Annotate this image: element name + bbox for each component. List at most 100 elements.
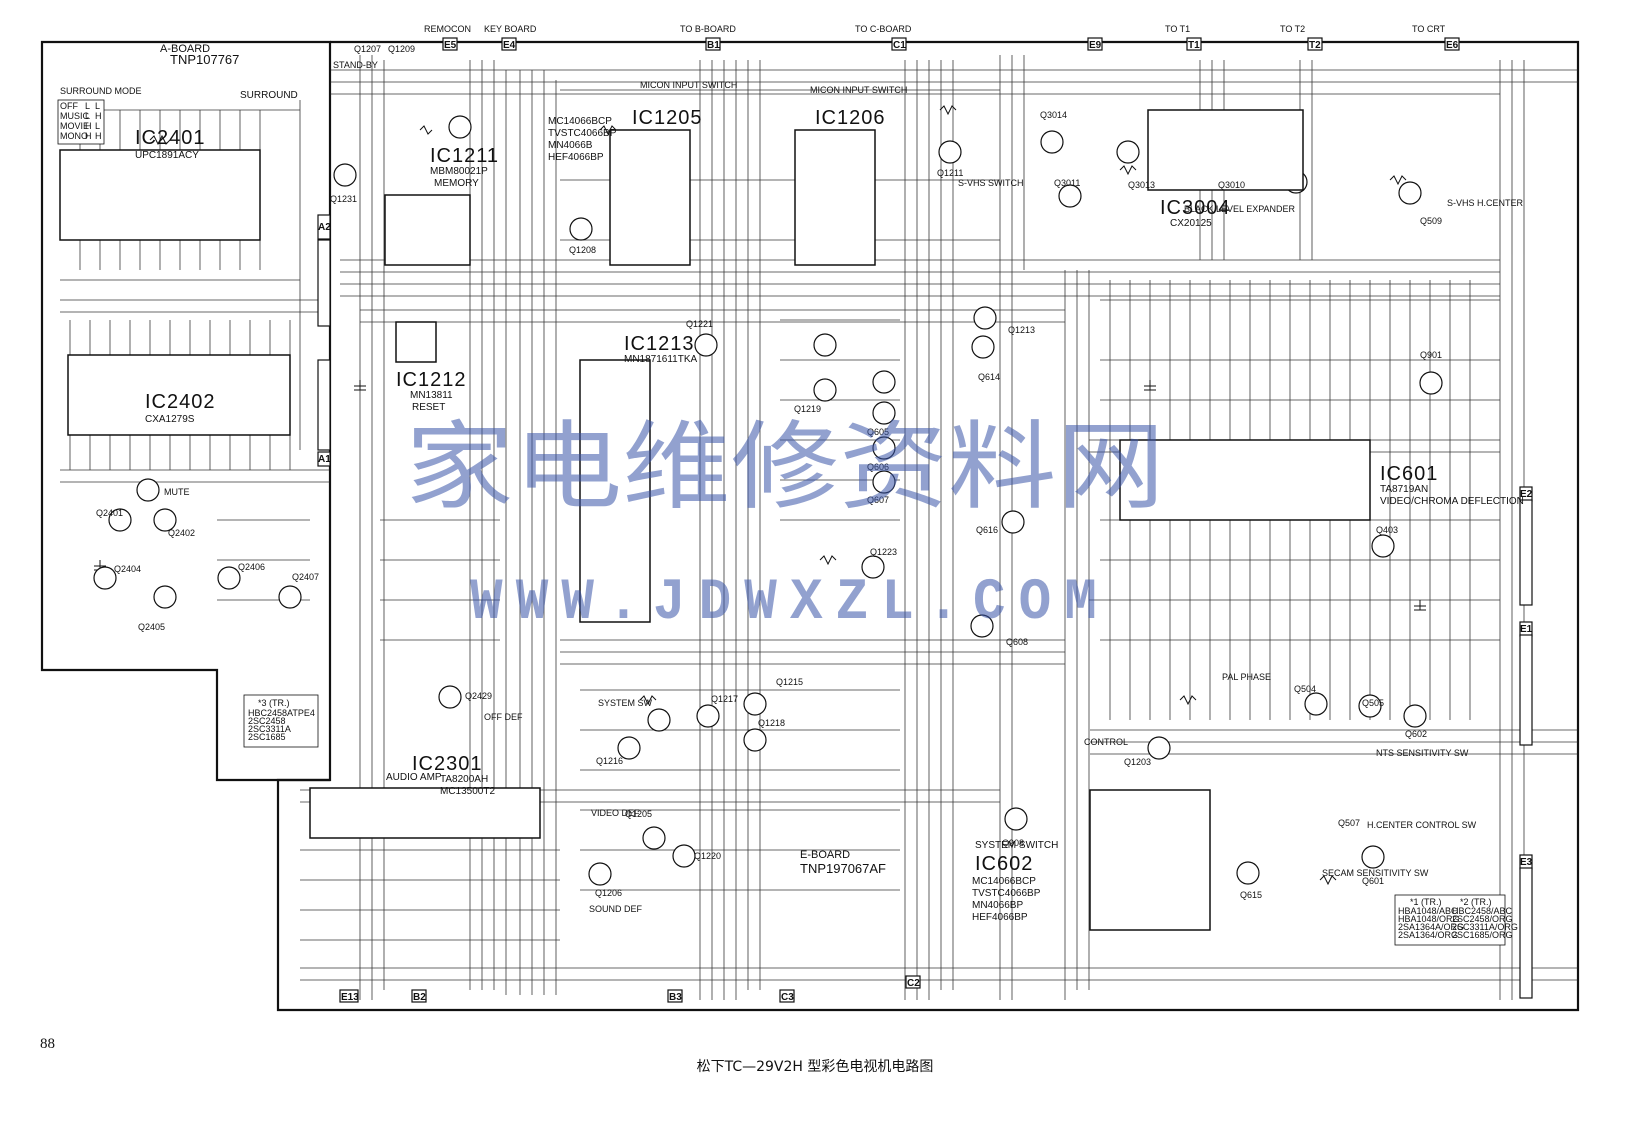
label-q2401: Q2401 bbox=[96, 508, 123, 518]
ic2402-label: IC2402 bbox=[145, 391, 216, 413]
label-q1216: Q1216 bbox=[596, 756, 623, 766]
caption-key-board: KEY BOARD bbox=[484, 24, 537, 34]
watermark-url: WWW.JDWXZL.COM bbox=[470, 571, 1110, 636]
connector-e13: E13 bbox=[341, 992, 359, 1003]
ic1205-part-2: TVSTC4066BP bbox=[548, 128, 617, 139]
tr-table-3-r4: 2SC1685 bbox=[248, 732, 286, 742]
surround-row-3-b: L bbox=[95, 121, 100, 131]
ic602-note: SYSTEM SWITCH bbox=[975, 840, 1058, 851]
connector-b2: B2 bbox=[413, 992, 426, 1003]
label-q1218: Q1218 bbox=[758, 718, 785, 728]
tr-table-3-r1: HBC2458ATPE4 bbox=[248, 708, 315, 718]
label-q601: Q601 bbox=[1362, 876, 1384, 886]
label-q2406: Q2406 bbox=[238, 562, 265, 572]
surround-row-1-b: L bbox=[95, 101, 100, 111]
label-q1231: Q1231 bbox=[330, 194, 357, 204]
label-q1223: Q1223 bbox=[870, 547, 897, 557]
tr-table-2-r3: 2SC3311A/ORG bbox=[1452, 922, 1518, 932]
caption-to-c-board: TO C-BOARD bbox=[855, 24, 912, 34]
ic602-part-1: MC14066BCP bbox=[972, 876, 1036, 887]
tr-table-3-r3: 2SC3311A bbox=[248, 724, 291, 734]
figure-caption: 松下TC—29V2H 型彩色电视机电路图 bbox=[696, 1059, 934, 1075]
ic602-part-3: MN4066BP bbox=[972, 900, 1023, 911]
label-q509: Q509 bbox=[1420, 216, 1442, 226]
ic3004-body bbox=[1147, 109, 1304, 191]
label-q3011: Q3011 bbox=[1054, 178, 1080, 188]
surround-row-2-a: L bbox=[85, 111, 90, 121]
label-q1206: Q1206 bbox=[595, 888, 622, 898]
caption-to-crt: TO CRT bbox=[1412, 24, 1446, 34]
label-q2405: Q2405 bbox=[138, 622, 165, 632]
tr-table-1-r2: HBA1048/ORG bbox=[1398, 914, 1460, 924]
label-q1205: Q1205 bbox=[625, 809, 652, 819]
a-board-label: A-BOARD bbox=[160, 43, 210, 55]
block-sound-def: SOUND DEF bbox=[589, 904, 643, 914]
label-q2404: Q2404 bbox=[114, 564, 141, 574]
ic1211-note: MEMORY bbox=[434, 178, 479, 189]
ic3004-label: IC3004 bbox=[1160, 197, 1231, 219]
ic2402-body bbox=[67, 354, 291, 436]
surround-row-4: MONO bbox=[60, 131, 88, 141]
block-h-center-control: H.CENTER CONTROL SW bbox=[1367, 820, 1477, 830]
ic1212-body bbox=[395, 321, 437, 363]
block-mute: MUTE bbox=[164, 487, 190, 497]
ic2401-part: UPC1891ACY bbox=[135, 150, 199, 161]
ic2301-body bbox=[309, 787, 541, 839]
label-q615: Q615 bbox=[1240, 890, 1262, 900]
ic602-body bbox=[1089, 789, 1211, 931]
label-q608: Q608 bbox=[1006, 637, 1028, 647]
ic1212-note: RESET bbox=[412, 402, 445, 413]
label-q1209: Q1209 bbox=[388, 44, 415, 54]
label-q507: Q507 bbox=[1338, 818, 1360, 828]
surround-row-2-b: H bbox=[95, 111, 102, 121]
ic601-body bbox=[1119, 439, 1371, 521]
label-q1215: Q1215 bbox=[776, 677, 803, 687]
label-q1207: Q1207 bbox=[354, 44, 381, 54]
surround-row-3-a: H bbox=[85, 121, 92, 131]
label-q1217: Q1217 bbox=[711, 694, 738, 704]
ic2301-alt: MC13500T2 bbox=[440, 786, 495, 797]
connector-a2: A2 bbox=[318, 222, 331, 233]
label-q1221: Q1221 bbox=[686, 319, 713, 329]
page-number: 88 bbox=[40, 1036, 55, 1052]
surround-row-3: MOVIE bbox=[60, 121, 89, 131]
ic601-part: TA8719AN bbox=[1380, 484, 1428, 495]
connector-c2: C2 bbox=[907, 978, 920, 989]
label-q403: Q403 bbox=[1376, 525, 1398, 535]
label-q901: Q901 bbox=[1420, 350, 1442, 360]
tr-table-1-title: *1 (TR.) bbox=[1410, 897, 1442, 907]
ic3004-part: CX20125 bbox=[1170, 218, 1212, 229]
ic1212-part: MN13811 bbox=[410, 390, 453, 401]
ic2401-note: SURROUND bbox=[240, 90, 298, 101]
connector-c1: C1 bbox=[893, 40, 906, 51]
e-board-part: TNP197067AF bbox=[800, 861, 886, 876]
ic2401-body bbox=[59, 149, 261, 241]
label-q605: Q605 bbox=[867, 427, 889, 437]
connector-t2: T2 bbox=[1309, 40, 1321, 51]
tr-table-1-r4: 2SA1364/ORG bbox=[1398, 930, 1458, 940]
ic1205-label: IC1205 bbox=[632, 107, 703, 129]
block-system-sw: SYSTEM SW bbox=[598, 698, 653, 708]
tr-table-1-r1: HBA1048/ABC bbox=[1398, 906, 1458, 916]
connector-b1: B1 bbox=[707, 40, 720, 51]
ic602-part-2: TVSTC4066BP bbox=[972, 888, 1041, 899]
caption-remocon: REMOCON bbox=[424, 24, 471, 34]
ic1212-label: IC1212 bbox=[396, 369, 467, 391]
label-q1220: Q1220 bbox=[694, 851, 721, 861]
ic1205-body bbox=[609, 129, 691, 266]
tr-table-2-title: *2 (TR.) bbox=[1460, 897, 1492, 907]
tr-table-2-r2: 2SC2458/ORG bbox=[1452, 914, 1513, 924]
tr-table-3-title: *3 (TR.) bbox=[258, 698, 290, 708]
label-q1219: Q1219 bbox=[794, 404, 821, 414]
block-off-def: OFF DEF bbox=[484, 712, 523, 722]
label-q607: Q607 bbox=[867, 495, 889, 505]
connector-c3: C3 bbox=[781, 992, 794, 1003]
tr-table-2-r1: HBC2458/ABC bbox=[1452, 906, 1513, 916]
tr-table-3-r2: 2SC2458 bbox=[248, 716, 286, 726]
block-nts-sensitivity: NTS SENSITIVITY SW bbox=[1376, 748, 1469, 758]
connector-b3: B3 bbox=[669, 992, 682, 1003]
connector-e3: E3 bbox=[1520, 857, 1533, 868]
ic1213-body bbox=[579, 359, 651, 623]
label-q1211: Q1211 bbox=[937, 168, 963, 178]
